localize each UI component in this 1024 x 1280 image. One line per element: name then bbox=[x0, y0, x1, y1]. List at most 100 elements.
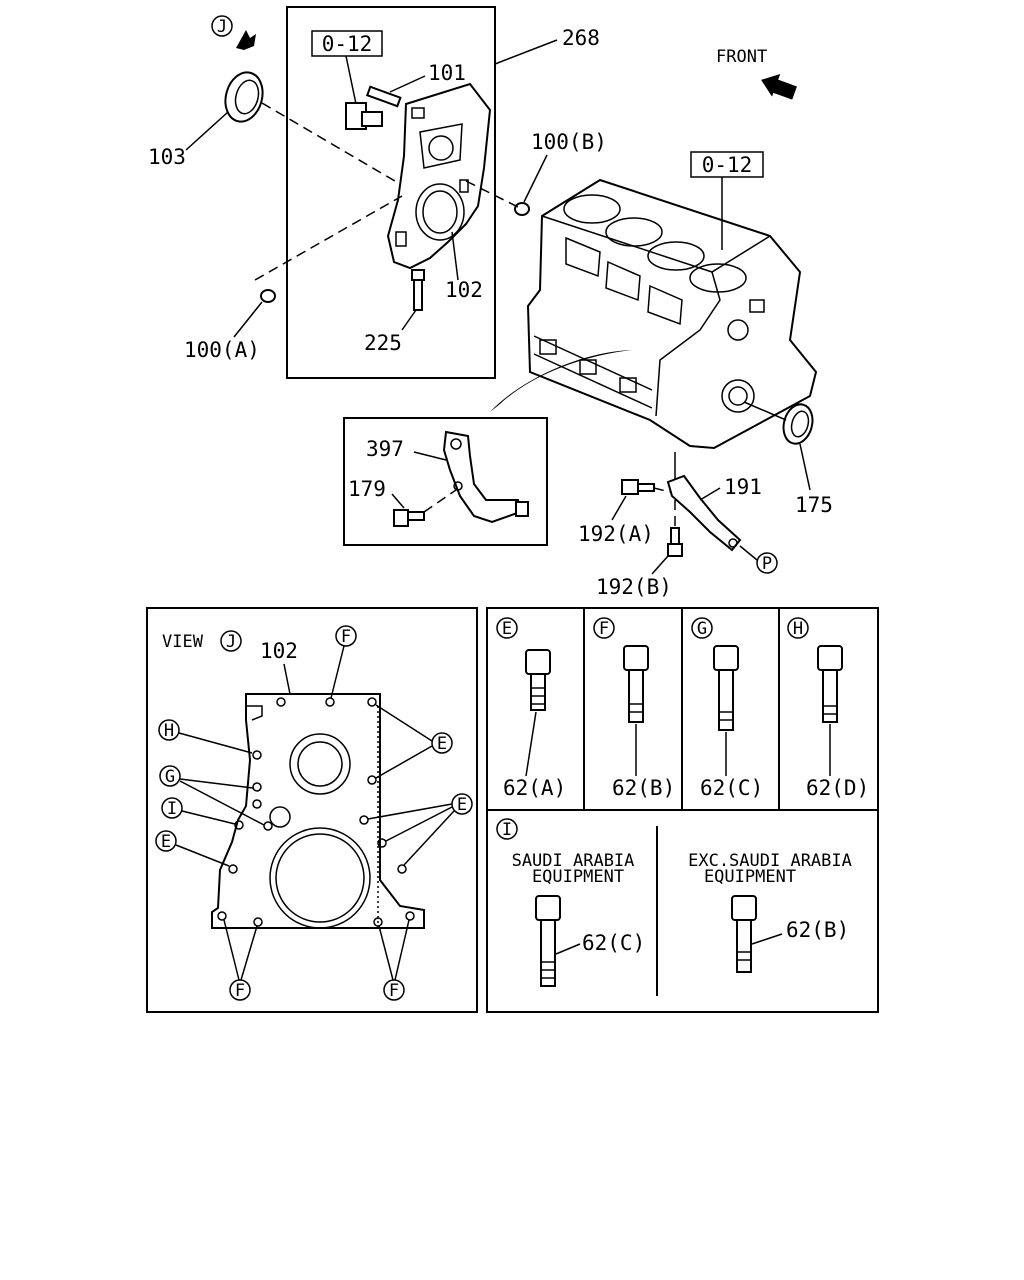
o-ring-100a bbox=[260, 289, 276, 303]
view-j-title-marker-circle bbox=[220, 630, 242, 652]
view-j-arrow-icon bbox=[236, 30, 256, 50]
view-j-marker-circle bbox=[211, 15, 233, 37]
callout-102-leader bbox=[451, 231, 459, 281]
view-marker-f-bottom-left: F bbox=[235, 981, 245, 1001]
callout-101: 101 bbox=[428, 61, 466, 85]
callout-192b: 192(B) bbox=[596, 575, 672, 599]
callout-100a: 100(A) bbox=[184, 338, 260, 362]
view-marker-f-top: F bbox=[341, 627, 351, 647]
callout-225-leader bbox=[401, 309, 417, 331]
view-marker-h-circle bbox=[158, 719, 180, 741]
bolt-62c-icon bbox=[713, 645, 739, 671]
view-marker-f-bottom-left-circle bbox=[229, 979, 251, 1001]
bolt-cell-e-part: 62(A) bbox=[503, 776, 566, 800]
callout-179: 179 bbox=[348, 477, 386, 501]
callout-397: 397 bbox=[366, 437, 404, 461]
callout-397-leader bbox=[413, 451, 447, 461]
callout-191-leader bbox=[699, 487, 721, 501]
callout-100b: 100(B) bbox=[531, 130, 607, 154]
bracket-191 bbox=[666, 452, 742, 552]
front-arrow-icon bbox=[761, 74, 797, 100]
marker-p-leader bbox=[739, 545, 758, 561]
bolt-cell-g: G 62(C) bbox=[691, 617, 763, 800]
alignment-line-oring-b bbox=[465, 180, 519, 208]
bolt-cell-e: E 62(A) bbox=[496, 617, 566, 800]
callout-268-leader bbox=[494, 39, 558, 65]
callout-100a-leader bbox=[233, 301, 263, 338]
bolt-225 bbox=[411, 269, 425, 311]
bolt-cell-h: H 62(D) bbox=[787, 617, 869, 800]
view-marker-g-circle bbox=[159, 765, 181, 787]
view-marker-h: H bbox=[164, 721, 174, 741]
view-j-part-102: 102 bbox=[260, 639, 298, 663]
marker-p-label: P bbox=[762, 554, 772, 574]
callout-175-leader bbox=[799, 443, 811, 491]
bolt-192a bbox=[621, 479, 655, 495]
bolt-saudi-62c-icon bbox=[535, 895, 561, 921]
variant-i-marker-circle bbox=[496, 818, 518, 840]
gasket-upper-bore bbox=[289, 733, 351, 795]
callout-192a: 192(A) bbox=[578, 522, 654, 546]
bolt-179 bbox=[393, 509, 425, 527]
cover-assembly-group: 0-12 bbox=[148, 6, 607, 379]
variant-right-part: 62(B) bbox=[786, 918, 849, 942]
front-cover-plate-102 bbox=[386, 82, 492, 270]
view-marker-i: I bbox=[167, 799, 177, 819]
view-marker-f-bottom-right: F bbox=[389, 981, 399, 1001]
ref-box-0-12-left-label: 0-12 bbox=[322, 32, 373, 56]
callout-268: 268 bbox=[562, 26, 600, 50]
cylinder-block bbox=[526, 178, 818, 450]
bolt-exc-saudi-62b-icon bbox=[731, 895, 757, 921]
callout-175: 175 bbox=[795, 493, 833, 517]
callout-192a-leader bbox=[611, 495, 627, 521]
view-j-part-102-leader bbox=[283, 663, 291, 695]
view-j-title: VIEW bbox=[162, 632, 204, 652]
view-marker-e-right-mid: E bbox=[457, 795, 467, 815]
bolt-cell-f-part: 62(B) bbox=[612, 776, 675, 800]
view-j-panel: VIEW J 102 bbox=[146, 607, 478, 1013]
bolt-62a-icon bbox=[525, 649, 551, 675]
bolt-192b bbox=[667, 527, 683, 557]
alignment-line-oring-a bbox=[254, 195, 403, 281]
bolt-179-alignment bbox=[423, 489, 457, 513]
bracket-397 bbox=[442, 430, 522, 524]
view-marker-f-bottom-right-circle bbox=[383, 979, 405, 1001]
bolt-variants-panel: E 62(A) F 62(B) G 62(C) bbox=[486, 607, 879, 811]
gasket-102-outline bbox=[211, 693, 425, 929]
front-label: FRONT bbox=[716, 47, 767, 67]
ref-0-12-leader bbox=[345, 55, 357, 105]
bolt-cell-f-marker: F bbox=[599, 619, 609, 639]
callout-102: 102 bbox=[445, 278, 483, 302]
variant-i-panel: I SAUDI ARABIA EQUIPMENT 62(C) EXC.SAUDI… bbox=[486, 809, 879, 1013]
callout-179-leader bbox=[391, 493, 405, 509]
bolt-192a-alignment bbox=[653, 487, 671, 493]
variant-i-frame bbox=[486, 809, 879, 1013]
ref-box-0-12-right-label: 0-12 bbox=[702, 153, 753, 177]
variant-i-marker: I bbox=[502, 820, 512, 840]
view-marker-e-left: E bbox=[161, 832, 171, 852]
stud-101 bbox=[365, 85, 402, 108]
view-marker-g: G bbox=[165, 767, 175, 787]
detail-bracket-box: 397 179 bbox=[343, 417, 548, 546]
variant-right-title-2: EQUIPMENT bbox=[704, 867, 796, 887]
view-marker-i-circle bbox=[161, 797, 183, 819]
view-j-marker-label: J bbox=[217, 17, 227, 37]
view-j-title-marker: J bbox=[226, 632, 236, 652]
ref-box-0-12-right bbox=[690, 151, 764, 178]
cover-assembly-frame bbox=[286, 6, 496, 379]
view-marker-e-left-circle bbox=[155, 830, 177, 852]
callout-192b-leader bbox=[651, 555, 669, 575]
bolt-cell-h-part: 62(D) bbox=[806, 776, 869, 800]
callout-100b-leader bbox=[523, 154, 548, 203]
bolt-cell-e-marker: E bbox=[502, 619, 512, 639]
oil-seal-175 bbox=[782, 403, 814, 445]
seal-175-alignment bbox=[743, 401, 787, 421]
detail-bracket-frame bbox=[343, 417, 548, 546]
bolt-cell-g-marker: G bbox=[697, 619, 707, 639]
marker-p-circle bbox=[756, 552, 778, 574]
variant-left-title-2: EQUIPMENT bbox=[532, 867, 624, 887]
variant-left-part: 62(C) bbox=[582, 931, 645, 955]
callout-103-leader bbox=[185, 111, 229, 151]
bolt-62d-icon bbox=[817, 645, 843, 671]
